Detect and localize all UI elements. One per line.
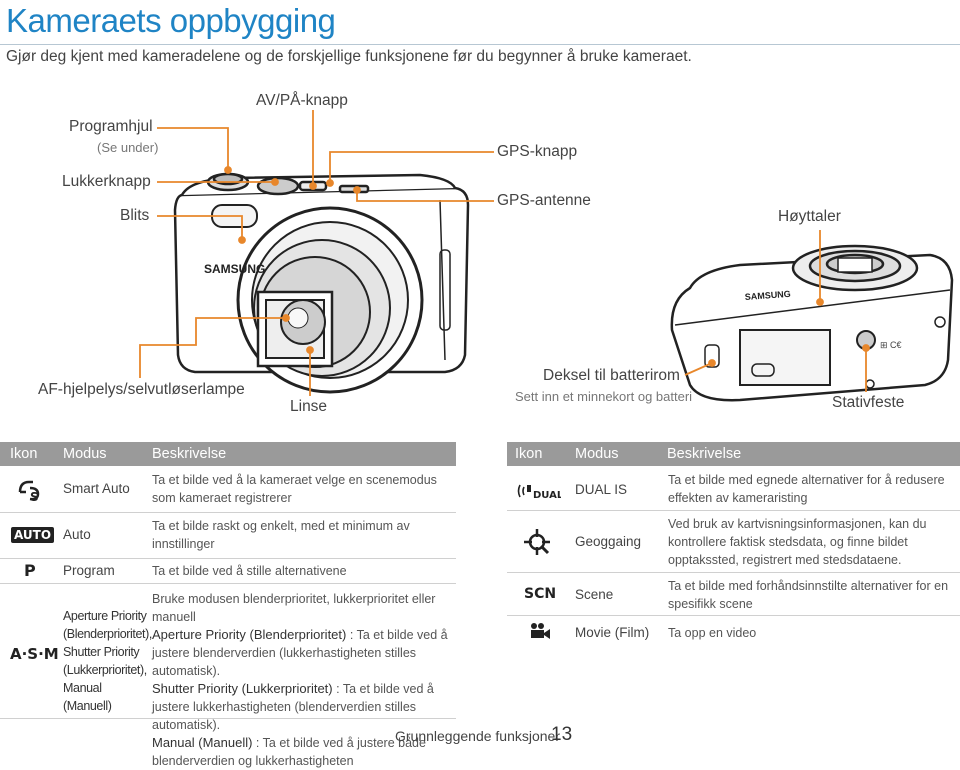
label-mode-dial: Programhjul	[69, 118, 153, 135]
desc-dual-is: Ta et bilde med egnede alternativer for …	[668, 473, 945, 505]
camera-bottom-illustration	[670, 244, 954, 402]
col-header-mode: Modus	[575, 446, 619, 462]
svg-text:DUAL: DUAL	[533, 490, 561, 501]
smart-auto-icon: S	[16, 478, 42, 506]
mode-asm-line: Manual (Manuell)	[63, 681, 112, 713]
desc-asm: Bruke modusen blenderprioritet, lukkerpr…	[152, 590, 456, 770]
label-battery-cover: Deksel til batterirom	[543, 367, 680, 384]
geotagging-icon	[522, 527, 552, 562]
footer-section-name: Grunnleggende funksjoner	[395, 728, 561, 744]
col-header-mode: Modus	[63, 446, 107, 462]
mode-dual-is: DUAL IS	[575, 482, 628, 497]
label-flash: Blits	[120, 207, 150, 224]
row-divider	[0, 583, 456, 584]
label-tripod-mount: Stativfeste	[832, 394, 905, 411]
row-divider	[0, 558, 456, 559]
brand-logo-bottom: SAMSUNG	[744, 289, 791, 302]
desc-asm-intro: Bruke modusen blenderprioritet, lukkerpr…	[152, 592, 436, 624]
label-lens: Linse	[290, 398, 328, 415]
row-divider	[0, 512, 456, 513]
auto-icon: AUTO	[11, 527, 55, 543]
label-speaker: Høyttaler	[778, 208, 841, 225]
page-number: 13	[551, 724, 573, 745]
desc-program: Ta et bilde ved å stille alternativene	[152, 564, 347, 578]
row-divider	[507, 615, 960, 616]
mode-asm-line: Aperture Priority	[63, 609, 147, 623]
label-mode-dial-note: (Se under)	[97, 140, 159, 155]
label-shutter-button: Lukkerknapp	[62, 173, 151, 190]
table-right-header: Ikon Modus Beskrivelse	[507, 442, 960, 466]
mode-asm-line: Shutter Priority	[63, 645, 140, 659]
desc-manual-term: Manual (Manuell)	[152, 735, 253, 750]
movie-icon	[528, 622, 552, 645]
col-header-icon: Ikon	[10, 446, 38, 462]
desc-scene: Ta et bilde med forhåndsinnstilte altern…	[668, 579, 949, 611]
asm-icon: A·S·M	[10, 645, 59, 663]
desc-aperture-term: Aperture Priority (Blenderprioritet)	[152, 627, 347, 642]
mode-asm-line: (Blenderprioritet),	[63, 627, 152, 641]
desc-movie: Ta opp en video	[668, 626, 757, 640]
mode-geotagging: Geoggaing	[575, 534, 642, 549]
label-af-lamp: AF-hjelpelys/selvutløserlampe	[38, 381, 245, 398]
page-title: Kameraets oppbygging	[6, 2, 336, 39]
desc-shutter-term: Shutter Priority (Lukkerprioritet)	[152, 681, 333, 696]
mode-movie: Movie (Film)	[575, 625, 650, 640]
program-icon: P	[24, 561, 36, 580]
mode-asm-line: (Lukkerprioritet),	[63, 663, 147, 677]
col-header-description: Beskrivelse	[152, 446, 227, 462]
scene-icon: SCN	[524, 586, 557, 602]
leader-lines	[139, 110, 870, 396]
svg-text:S: S	[30, 490, 39, 502]
row-divider	[507, 572, 960, 573]
label-gps-button: GPS-knapp	[497, 143, 578, 160]
brand-logo-front: SAMSUNG	[204, 262, 265, 276]
label-gps-antenna: GPS-antenne	[497, 192, 591, 209]
col-header-description: Beskrivelse	[667, 446, 742, 462]
desc-smart-auto: Ta et bilde ved å la kameraet velge en s…	[152, 473, 437, 505]
title-divider	[0, 44, 960, 45]
desc-auto: Ta et bilde raskt og enkelt, med et mini…	[152, 519, 410, 551]
row-divider	[507, 510, 960, 511]
mode-scene: Scene	[575, 587, 614, 602]
col-header-icon: Ikon	[515, 446, 543, 462]
mode-program: Program	[63, 563, 115, 578]
camera-diagram: SAMSUNG SAMSUNG ⊞ C€	[139, 110, 954, 402]
label-battery-cover-note: Sett inn et minnekort og batteri	[515, 389, 693, 404]
table-left-header: Ikon Modus Beskrivelse	[0, 442, 456, 466]
camera-front-illustration	[173, 172, 470, 394]
page-subtitle: Gjør deg kjent med kameradelene og de fo…	[6, 48, 692, 65]
desc-geotagging: Ved bruk av kartvisningsinformasjonen, k…	[668, 517, 927, 567]
desc-shutter-text: : Ta et bilde ved å justere lukkerhastig…	[152, 682, 434, 732]
desc-aperture-text: : Ta et bilde ved å justere blenderverdi…	[152, 628, 448, 678]
ce-mark-icon: ⊞ C€	[880, 340, 902, 350]
mode-asm: Aperture Priority (Blenderprioritet), Sh…	[63, 607, 152, 715]
mode-auto: Auto	[63, 527, 91, 542]
row-divider	[0, 718, 456, 719]
mode-smart-auto: Smart Auto	[63, 481, 130, 496]
dual-is-icon: DUAL	[517, 481, 564, 506]
label-power-button: AV/PÅ-knapp	[256, 92, 348, 109]
